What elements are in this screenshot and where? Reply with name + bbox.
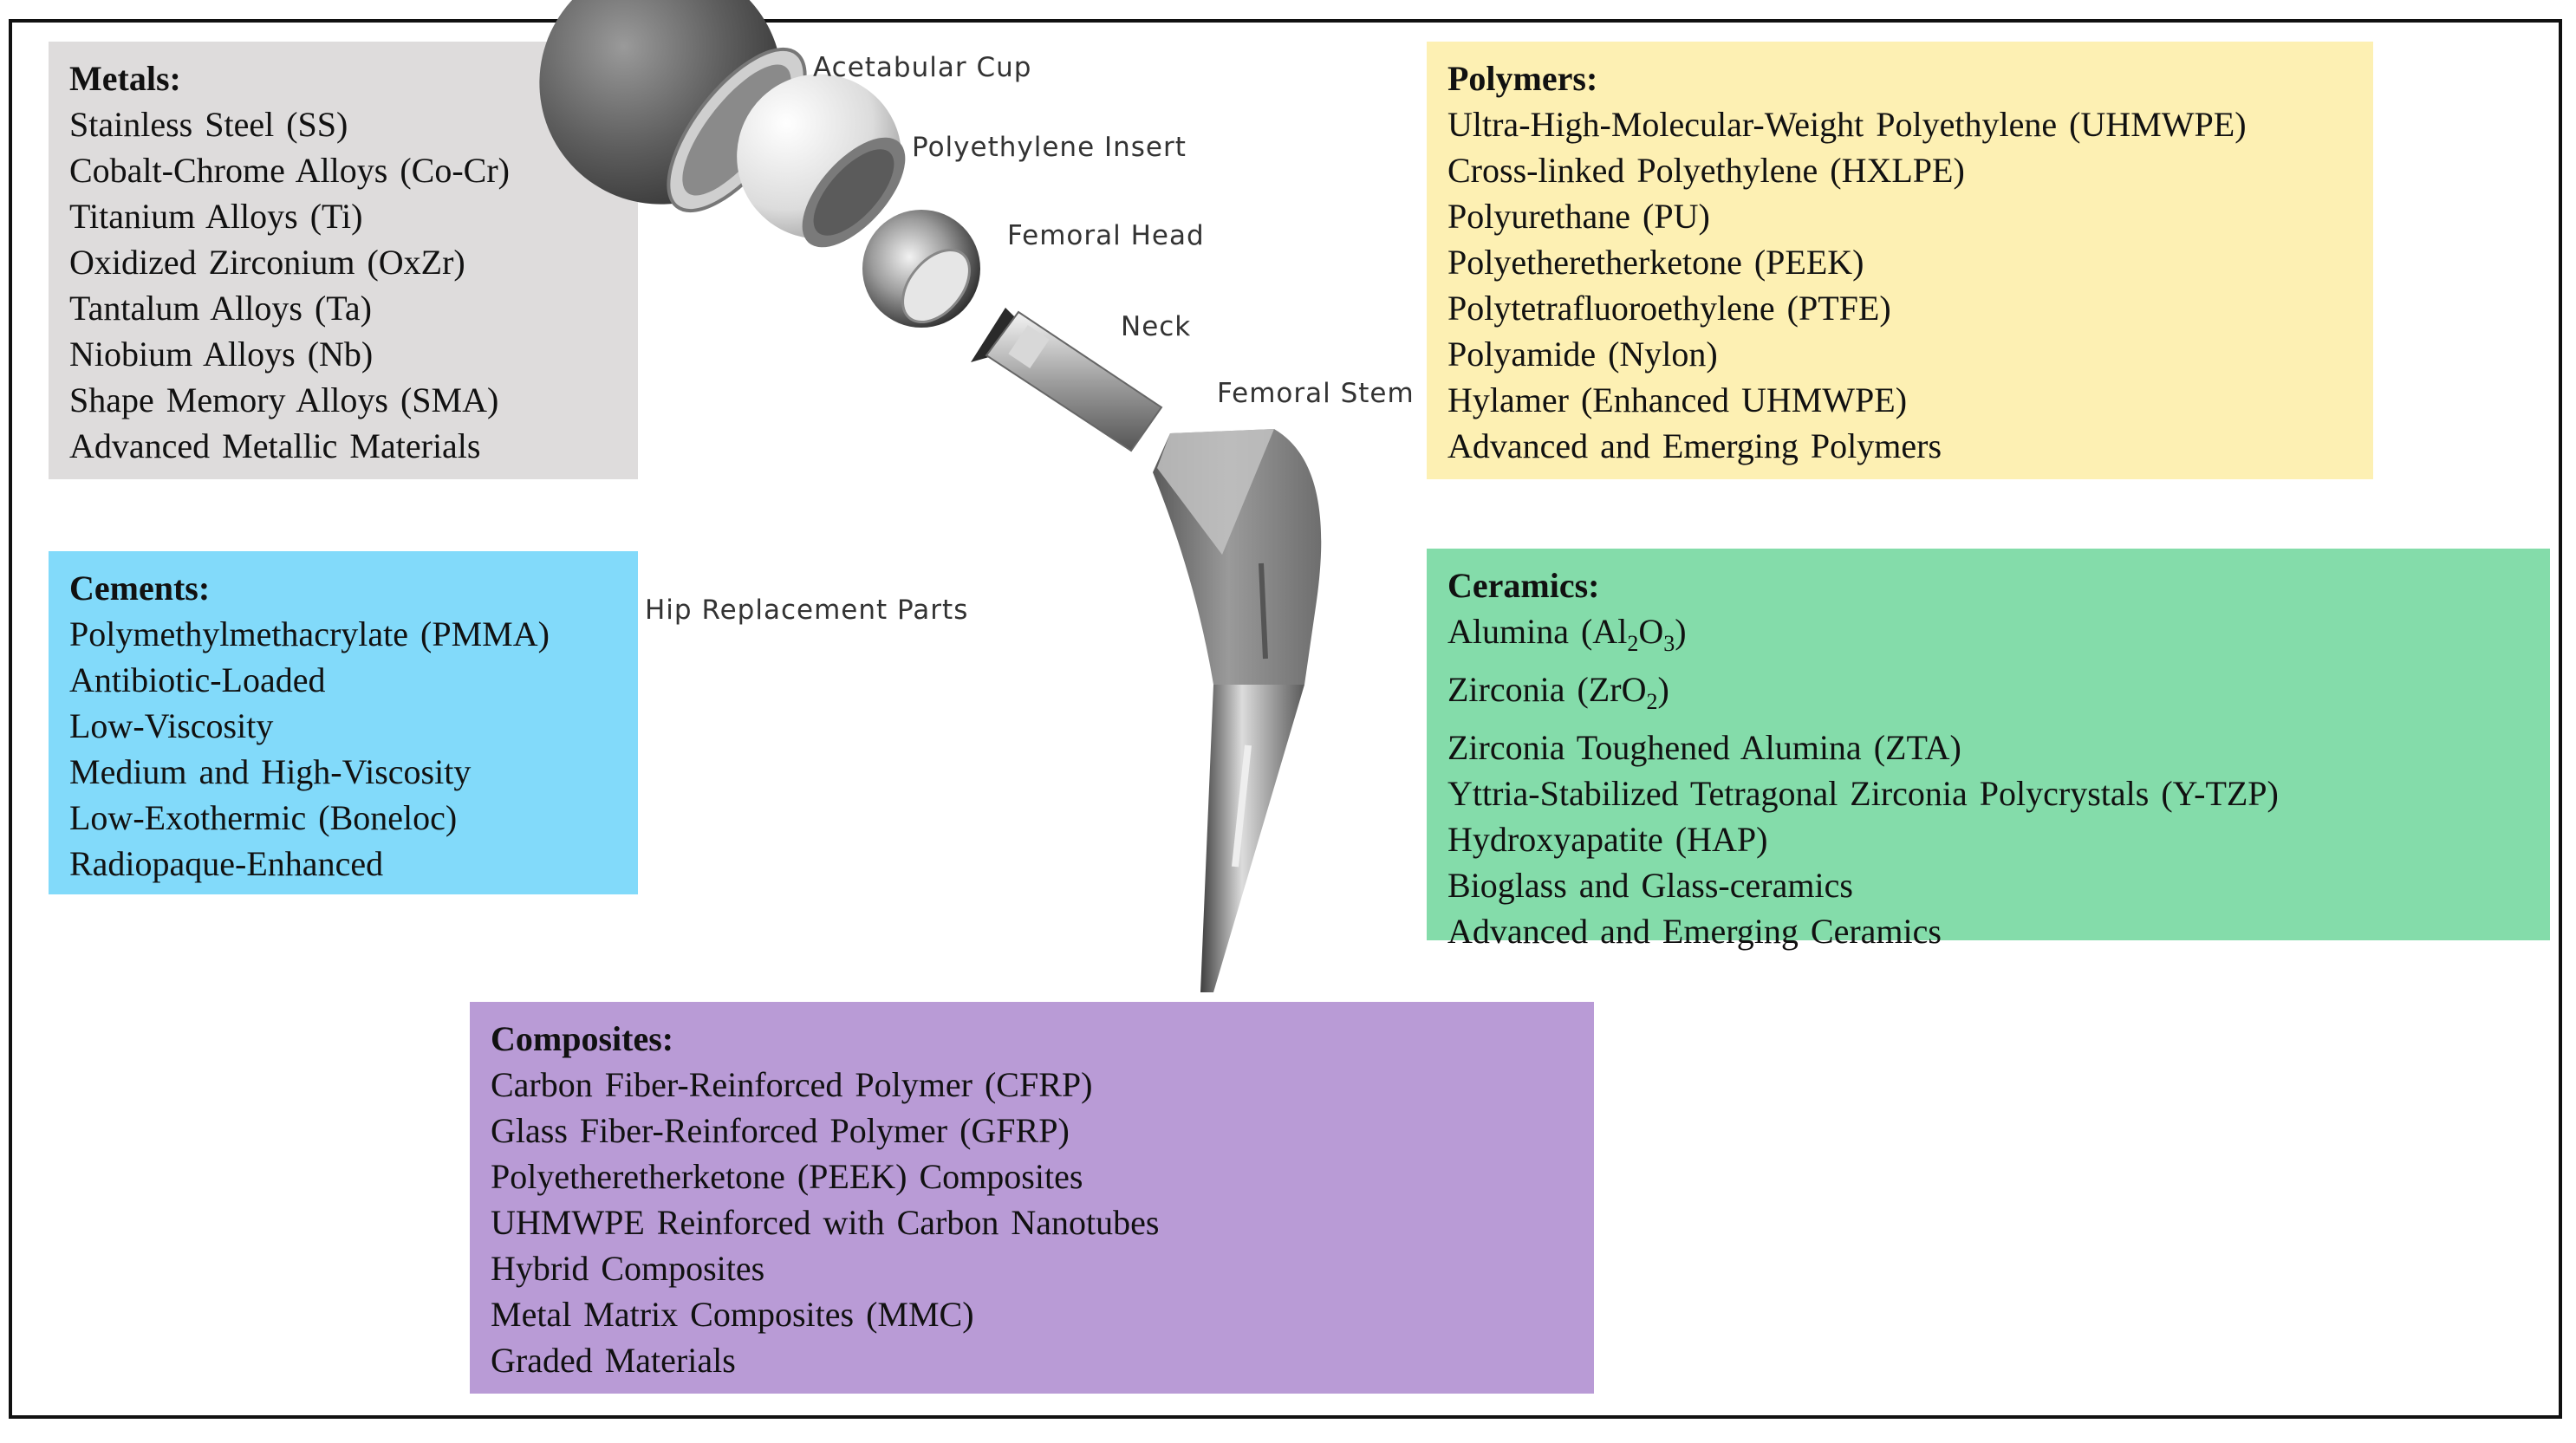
list-item: Bioglass and Glass-ceramics [1447, 866, 1853, 905]
polyethylene-insert-label: Polyethylene Insert [912, 132, 1187, 163]
list-item: Graded Materials [491, 1341, 736, 1380]
list-item: Radiopaque-Enhanced [69, 844, 384, 883]
list-item: Niobium Alloys (Nb) [69, 335, 374, 374]
metals-box: Metals: Stainless Steel (SS) Cobalt-Chro… [49, 42, 638, 479]
list-item: Advanced and Emerging Ceramics [1447, 912, 1942, 951]
hip-replacement-caption: Hip Replacement Parts [645, 595, 969, 626]
femoral-head-label: Femoral Head [1007, 220, 1205, 251]
list-item: Tantalum Alloys (Ta) [69, 289, 372, 328]
femoral-head-shape [862, 210, 980, 328]
list-item: Advanced Metallic Materials [69, 426, 481, 465]
list-item: Cross-linked Polyethylene (HXLPE) [1447, 151, 1965, 190]
acetabular-cup-label: Acetabular Cup [813, 52, 1032, 83]
list-item: UHMWPE Reinforced with Carbon Nanotubes [491, 1203, 1160, 1242]
list-item: Zirconia Toughened Alumina (ZTA) [1447, 728, 1961, 767]
list-item: Metal Matrix Composites (MMC) [491, 1295, 974, 1334]
list-item: Hydroxyapatite (HAP) [1447, 820, 1768, 859]
cements-box: Cements: Polymethylmethacrylate (PMMA) A… [49, 551, 638, 894]
list-item: Antibiotic-Loaded [69, 660, 326, 699]
list-item: Polyetheretherketone (PEEK) Composites [491, 1157, 1083, 1196]
list-item: Carbon Fiber-Reinforced Polymer (CFRP) [491, 1065, 1093, 1104]
list-item: Ultra-High-Molecular-Weight Polyethylene… [1447, 105, 2247, 144]
list-item: Yttria-Stabilized Tetragonal Zirconia Po… [1447, 774, 2279, 813]
neck-label: Neck [1121, 311, 1192, 342]
list-item: Polyamide (Nylon) [1447, 335, 1718, 374]
list-item: Titanium Alloys (Ti) [69, 197, 363, 236]
metals-list: Stainless Steel (SS) Cobalt-Chrome Alloy… [69, 101, 617, 469]
list-item-alumina: Alumina (Al2O3) [1447, 612, 1687, 656]
polymers-list: Ultra-High-Molecular-Weight Polyethylene… [1447, 101, 2352, 469]
list-item: Advanced and Emerging Polymers [1447, 426, 1942, 465]
cements-list: Polymethylmethacrylate (PMMA) Antibiotic… [69, 611, 617, 887]
metals-title: Metals: [69, 59, 181, 98]
ceramics-box: Ceramics: Alumina (Al2O3) Zirconia (ZrO2… [1427, 549, 2550, 951]
ceramics-title: Ceramics: [1447, 566, 1600, 605]
neck-shape [971, 308, 1163, 452]
list-item: Hylamer (Enhanced UHMWPE) [1447, 380, 1908, 419]
femoral-stem-shape [1153, 429, 1322, 992]
ceramics-list: Alumina (Al2O3) Zirconia (ZrO2) Zirconia… [1447, 608, 2529, 954]
list-item: Oxidized Zirconium (OxZr) [69, 243, 465, 282]
list-item: Low-Viscosity [69, 706, 274, 745]
polymers-title: Polymers: [1447, 59, 1598, 98]
list-item: Polytetrafluoroethylene (PTFE) [1447, 289, 1891, 328]
list-item: Shape Memory Alloys (SMA) [69, 380, 499, 419]
list-item: Low-Exothermic (Boneloc) [69, 798, 458, 837]
list-item: Medium and High-Viscosity [69, 752, 472, 791]
list-item-zirconia: Zirconia (ZrO2) [1447, 670, 1669, 714]
composites-title: Composites: [491, 1019, 674, 1058]
polyethylene-insert-shape [737, 74, 906, 248]
composites-list: Carbon Fiber-Reinforced Polymer (CFRP) G… [491, 1062, 1573, 1383]
list-item: Glass Fiber-Reinforced Polymer (GFRP) [491, 1111, 1070, 1150]
femoral-stem-label: Femoral Stem [1217, 378, 1415, 409]
list-item: Polyetheretherketone (PEEK) [1447, 243, 1864, 282]
list-item: Polymethylmethacrylate (PMMA) [69, 614, 550, 653]
list-item: Polyurethane (PU) [1447, 197, 1710, 236]
list-item: Hybrid Composites [491, 1249, 765, 1288]
composites-box: Composites: Carbon Fiber-Reinforced Poly… [470, 1002, 1594, 1394]
polymers-box: Polymers: Ultra-High-Molecular-Weight Po… [1427, 42, 2373, 479]
cements-title: Cements: [69, 569, 211, 608]
list-item: Cobalt-Chrome Alloys (Co-Cr) [69, 151, 510, 190]
list-item: Stainless Steel (SS) [69, 105, 348, 144]
